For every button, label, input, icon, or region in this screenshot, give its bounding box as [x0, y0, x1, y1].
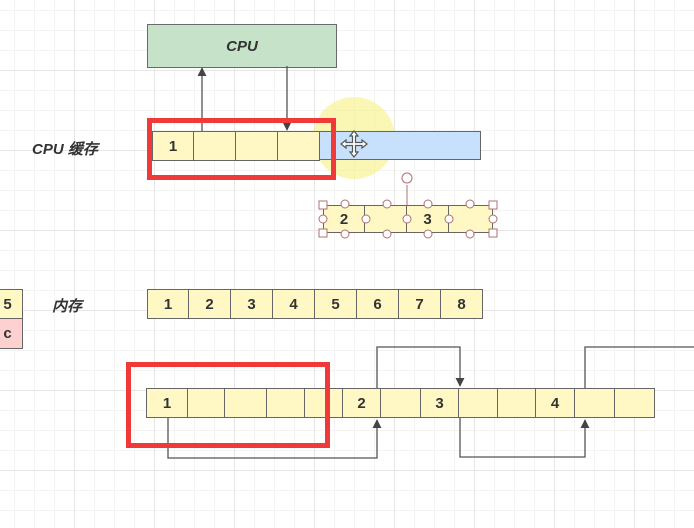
- long-row-cell: [225, 388, 267, 418]
- memory-cell: 6: [357, 289, 399, 319]
- memory-cell: 3: [231, 289, 273, 319]
- memory-cell: 4: [273, 289, 315, 319]
- cache-cell: [236, 131, 278, 161]
- cache-label: CPU 缓存: [32, 141, 98, 158]
- cache-row[interactable]: 1: [152, 131, 320, 161]
- memory-cell: 1: [147, 289, 189, 319]
- memory-label: 内存: [52, 298, 83, 315]
- fragment-cell-bottom: c: [0, 319, 23, 349]
- long-row-cell: 4: [536, 388, 575, 418]
- arrow-4-onward: [584, 346, 694, 388]
- long-row-cell: 3: [421, 388, 459, 418]
- long-row-cell: [459, 388, 498, 418]
- cpu-label: CPU: [226, 37, 258, 55]
- highlight-box-memory: [126, 362, 330, 448]
- long-row-cell: [267, 388, 305, 418]
- arrow-1-to-2: [167, 418, 382, 459]
- long-row-cell: [381, 388, 421, 418]
- long-row-cell: [188, 388, 225, 418]
- cpu-box[interactable]: CPU: [147, 24, 337, 68]
- memory-cell: 5: [315, 289, 357, 319]
- memory-cell: 7: [399, 289, 441, 319]
- long-row-cell: 2: [343, 388, 381, 418]
- long-row-cell: [575, 388, 615, 418]
- highlight-box-cache: [147, 118, 336, 180]
- long-row-cell: 1: [146, 388, 188, 418]
- selection-handles[interactable]: [318, 172, 498, 239]
- long-row-cell: [615, 388, 655, 418]
- cache-cell: 1: [152, 131, 194, 161]
- memory-cell: 2: [189, 289, 231, 319]
- long-memory-row[interactable]: 1 2 3 4: [146, 388, 655, 418]
- memory-cell: 8: [441, 289, 483, 319]
- arrow-2-to-3: [376, 346, 465, 388]
- left-fragment[interactable]: 5 c: [0, 289, 23, 349]
- long-row-cell: [498, 388, 536, 418]
- fragment-cell-top: 5: [0, 289, 23, 319]
- long-row-cell: [305, 388, 343, 418]
- cache-cell: [194, 131, 236, 161]
- cache-cell: [278, 131, 320, 161]
- arrow-3-to-4: [459, 418, 590, 458]
- memory-row[interactable]: 1 2 3 4 5 6 7 8: [147, 289, 483, 319]
- move-cursor-icon: [339, 129, 369, 159]
